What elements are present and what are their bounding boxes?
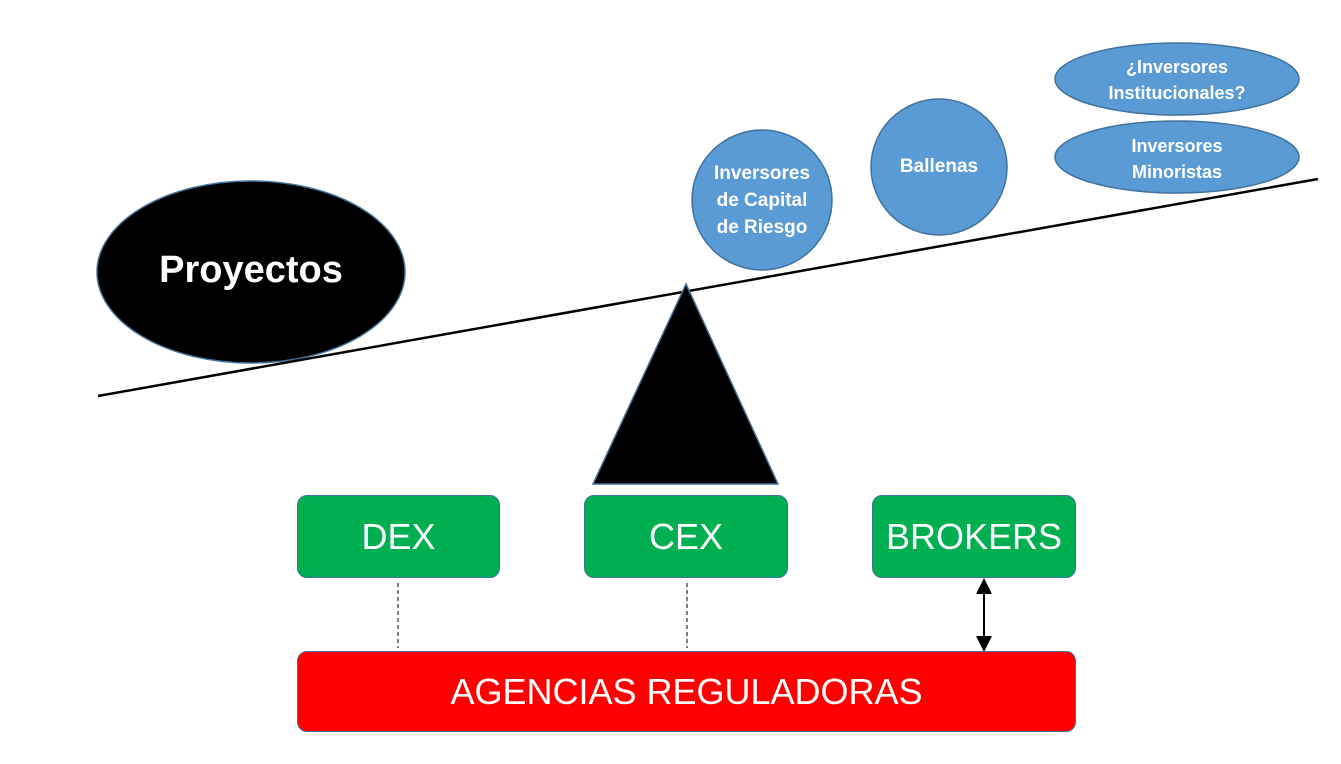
dex-box: DEX [297,495,500,578]
proyectos-weight [96,180,406,364]
whales-weight [870,98,1008,236]
brokers-label: BROKERS [885,515,1063,557]
vc-investors-weight [691,129,833,271]
brokers-box: BROKERS [872,495,1076,578]
cex-label: CEX [648,515,724,557]
retail-investors-weight [1054,120,1300,194]
regulators-label: AGENCIAS REGULADORAS [450,670,923,712]
regulators-box: AGENCIAS REGULADORAS [297,651,1076,732]
institutional-investors-weight [1054,42,1300,116]
dex-label: DEX [361,515,436,557]
fulcrum-triangle [591,282,780,485]
balance-beam [97,177,1319,398]
cex-box: CEX [584,495,788,578]
